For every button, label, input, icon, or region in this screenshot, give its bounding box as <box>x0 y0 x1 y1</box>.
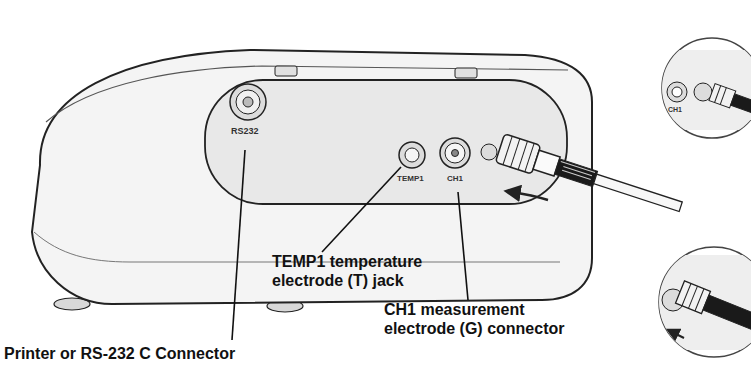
bnc-plug-cable <box>555 159 598 187</box>
inset-bottom <box>672 332 684 338</box>
temp-jack <box>405 148 419 162</box>
meter-body <box>205 80 567 204</box>
ch1-bnc <box>440 138 497 168</box>
leader-lines <box>322 167 401 252</box>
inset-bottom <box>703 295 751 332</box>
rs232-connector <box>230 84 266 120</box>
temp-jack <box>399 142 425 168</box>
inset-top <box>667 82 687 102</box>
inset-top <box>715 86 721 103</box>
meter-body <box>32 50 592 304</box>
meter-body <box>275 66 297 76</box>
bnc-plug-cable <box>511 139 520 168</box>
inset-top <box>720 88 726 105</box>
rs232-connector <box>230 84 266 120</box>
bnc-plug-cable <box>594 174 683 211</box>
inset-bottom <box>688 286 697 308</box>
callout-label: TEMP1 temperature electrode (T) jack <box>272 252 450 290</box>
rs232-connector <box>236 90 260 114</box>
bnc-plug-cable <box>503 136 512 165</box>
port-marking: TEMP1 <box>397 174 424 184</box>
meter-body <box>32 50 592 312</box>
inset-bottom <box>655 255 751 350</box>
inset-top <box>660 50 751 130</box>
inset-bottom <box>682 283 691 305</box>
port-marking: CH1 <box>447 174 463 184</box>
bnc-plug-cable <box>558 161 595 180</box>
bnc-plug-cable <box>495 134 685 221</box>
inset-bottom <box>655 247 751 357</box>
inset-bottom <box>655 255 751 350</box>
inset-bottom <box>695 289 704 311</box>
inset-top <box>660 50 751 130</box>
leader-lines <box>232 150 245 340</box>
inset-top <box>731 94 751 119</box>
ch1-bnc <box>481 144 497 160</box>
inset-bottom <box>676 281 751 336</box>
callout-label: CH1 measurement electrode (G) connector <box>384 300 584 338</box>
ch1-bnc <box>445 143 465 163</box>
callout-label: Printer or RS-232 C Connector <box>4 344 235 363</box>
port-marking: RS232 <box>231 126 259 137</box>
leader-lines <box>458 192 468 300</box>
inset-top <box>672 87 682 97</box>
ch1-bnc <box>452 150 459 157</box>
bnc-plug-cable <box>518 141 527 170</box>
ch1-bnc <box>440 138 470 168</box>
insert-arrow <box>512 192 548 200</box>
port-marking: CH1 <box>668 106 682 114</box>
inset-top <box>660 38 751 138</box>
bnc-plug-cable <box>525 143 534 172</box>
inset-top <box>709 84 751 122</box>
meter-body <box>455 68 477 78</box>
rs232-connector <box>243 97 253 107</box>
temp-jack <box>399 142 425 168</box>
